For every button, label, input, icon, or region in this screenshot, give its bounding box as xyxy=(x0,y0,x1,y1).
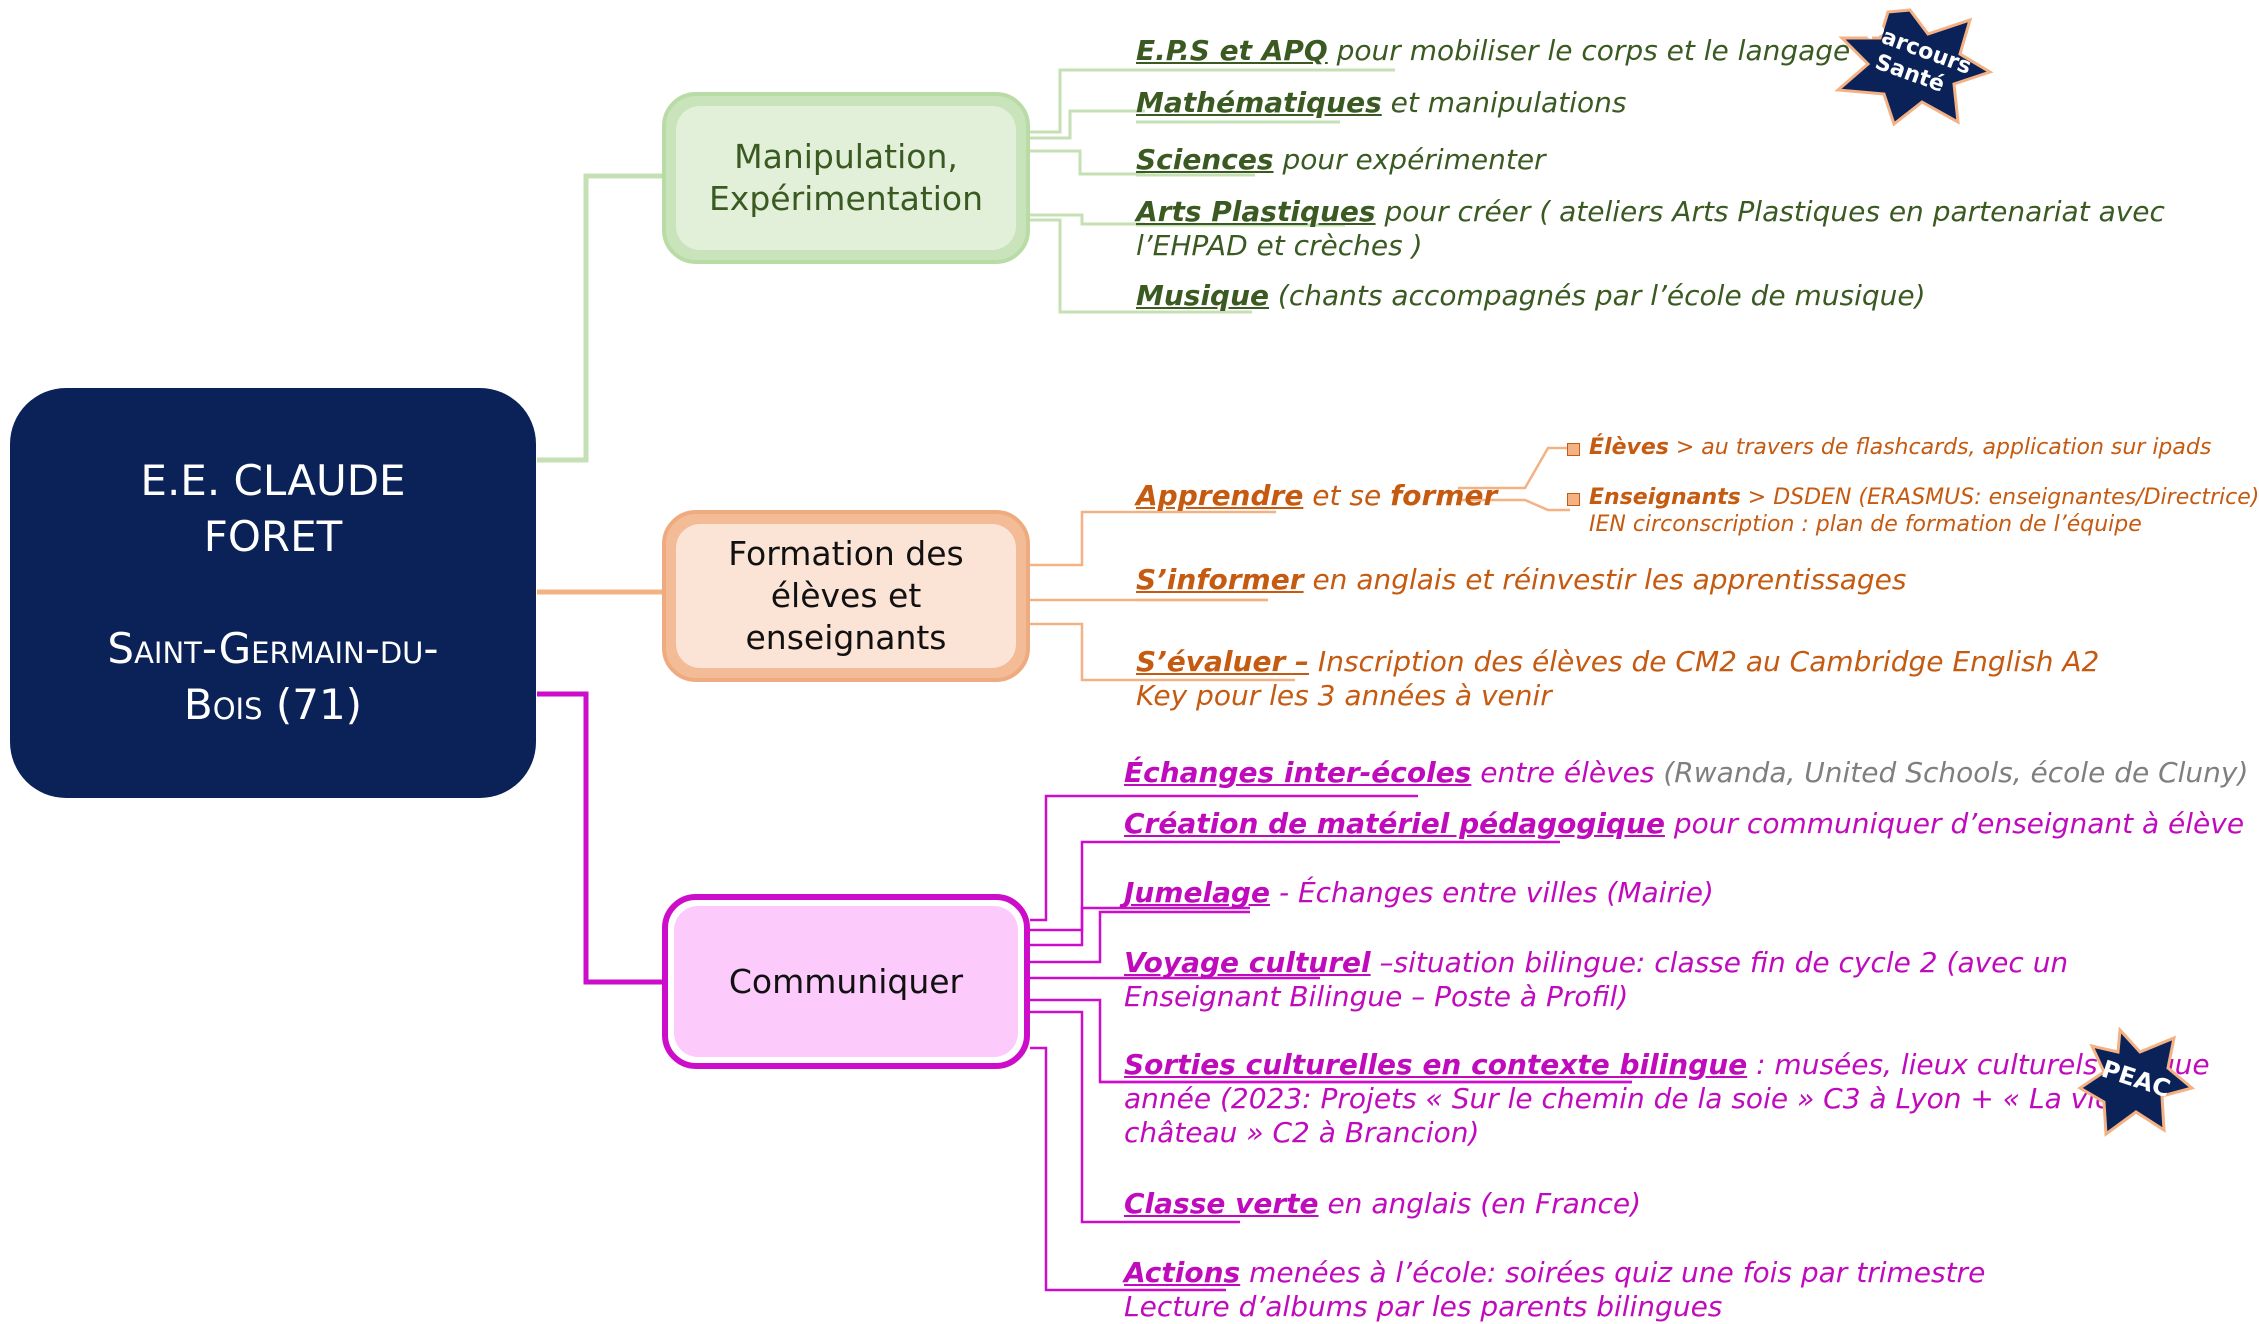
item-text-line2: Key pour les 3 années à venir xyxy=(1136,679,1552,712)
formation-sub-enseignants: Enseignants > DSDEN (ERASMUS: enseignant… xyxy=(1589,484,2259,538)
manipulation-item-maths: Mathématiques et manipulations xyxy=(1136,86,1626,120)
item-key: Actions xyxy=(1124,1256,1241,1289)
formation-item-apprendre: Apprendre et se former xyxy=(1136,479,1497,513)
sub-text-line2: IEN circonscription : plan de formation … xyxy=(1589,512,2142,537)
item-text: - Échanges entre villes (Mairie) xyxy=(1270,876,1714,909)
item-text-line2: l’EHPAD et crèches ) xyxy=(1136,229,1423,262)
item-key: E.P.S et APQ xyxy=(1136,34,1328,67)
item-key: S’informer xyxy=(1136,563,1304,596)
communiquer-item-sorties: Sorties culturelles en contexte bilingue… xyxy=(1124,1048,2210,1150)
item-text: entre élèves xyxy=(1471,756,1664,789)
item-text-line2: Lecture d’albums par les parents bilingu… xyxy=(1124,1290,1723,1323)
item-key: Échanges inter-écoles xyxy=(1124,756,1472,789)
sub-key: Enseignants xyxy=(1589,485,1741,510)
item-key-2: former xyxy=(1390,479,1498,512)
star-badge-icon xyxy=(1834,8,1994,127)
root-title-line2: FORET xyxy=(203,512,343,561)
manipulation-item-eps: E.P.S et APQ pour mobiliser le corps et … xyxy=(1136,34,1850,68)
root-location-line2: Bois (71) xyxy=(183,680,363,729)
root-node: E.E. CLAUDE FORET Saint-Germain-du- Bois… xyxy=(10,388,536,798)
formation-item-evaluer: S’évaluer – Inscription des élèves de CM… xyxy=(1136,645,2099,713)
root-location-line1: Saint-Germain-du- xyxy=(107,624,439,673)
item-key: Apprendre xyxy=(1136,479,1304,512)
communiquer-item-creation: Création de matériel pédagogique pour co… xyxy=(1124,807,2244,841)
item-text: –situation bilingue: classe fin de cycle… xyxy=(1370,946,2069,979)
branch-manipulation-node: Manipulation, Expérimentation xyxy=(662,92,1030,264)
sub-key: Élèves xyxy=(1589,435,1669,460)
branch-manipulation-label-line2: Expérimentation xyxy=(708,179,984,218)
communiquer-item-echanges: Échanges inter-écoles entre élèves (Rwan… xyxy=(1124,756,2248,790)
item-text: (chants accompagnés par l’école de musiq… xyxy=(1269,279,1926,312)
item-key: Voyage culturel xyxy=(1124,946,1371,979)
branch-formation-node: Formation des élèves et enseignants xyxy=(662,510,1030,682)
item-text-grey: (Rwanda, United Schools, école de Cluny) xyxy=(1663,756,2249,789)
branch-formation-label-line2: élèves et xyxy=(770,576,922,615)
item-text: pour créer ( ateliers Arts Plastiques en… xyxy=(1375,195,2165,228)
communiquer-item-jumelage: Jumelage - Échanges entre villes (Mairie… xyxy=(1124,876,1714,910)
item-text: pour expérimenter xyxy=(1273,143,1546,176)
item-text: en anglais (en France) xyxy=(1318,1187,1642,1220)
item-key: Jumelage xyxy=(1124,876,1271,909)
item-text: Inscription des élèves de CM2 au Cambrid… xyxy=(1309,645,2100,678)
branch-manipulation-label-line1: Manipulation, xyxy=(734,137,958,176)
sub-bullet-icon xyxy=(1567,443,1580,456)
item-text: pour mobiliser le corps et le langage xyxy=(1327,34,1851,67)
manipulation-item-sciences: Sciences pour expérimenter xyxy=(1136,143,1546,177)
sub-text: > au travers de flashcards, application … xyxy=(1668,435,2212,460)
sub-bullet-icon xyxy=(1567,493,1580,506)
item-text-line2: Enseignant Bilingue – Poste à Profil) xyxy=(1124,980,1629,1013)
connector-lines xyxy=(537,68,1632,1292)
item-text: en anglais et réinvestir les apprentissa… xyxy=(1303,563,1907,596)
sub-text: > DSDEN (ERASMUS: enseignantes/Directric… xyxy=(1740,485,2259,510)
root-title-line1: E.E. CLAUDE xyxy=(140,456,406,505)
item-text: et se xyxy=(1303,479,1391,512)
communiquer-item-voyage: Voyage culturel –situation bilingue: cla… xyxy=(1124,946,2068,1014)
branch-formation-label-line1: Formation des xyxy=(728,534,964,573)
item-key: Classe verte xyxy=(1124,1187,1319,1220)
communiquer-item-actions: Actions menées à l’école: soirées quiz u… xyxy=(1124,1256,1985,1324)
manipulation-item-arts: Arts Plastiques pour créer ( ateliers Ar… xyxy=(1136,195,2165,263)
branch-communiquer-label: Communiquer xyxy=(728,961,964,1001)
item-text: pour communiquer d’enseignant à élève xyxy=(1664,807,2245,840)
item-key: Sciences xyxy=(1136,143,1274,176)
branch-formation-label-line3: enseignants xyxy=(745,618,947,657)
branch-communiquer-node: Communiquer xyxy=(662,894,1030,1069)
item-key: Mathématiques xyxy=(1136,86,1382,119)
item-text: menées à l’école: soirées quiz une fois … xyxy=(1240,1256,1986,1289)
formation-item-informer: S’informer en anglais et réinvestir les … xyxy=(1136,563,1907,597)
item-text-line2: année (2023: Projets « Sur le chemin de … xyxy=(1124,1082,2157,1115)
item-key: Sorties culturelles en contexte bilingue xyxy=(1124,1048,1748,1081)
item-text: et manipulations xyxy=(1381,86,1627,119)
item-key: Musique xyxy=(1136,279,1270,312)
item-key: Création de matériel pédagogique xyxy=(1124,807,1665,840)
star-badge-icon xyxy=(2077,1026,2196,1137)
item-key: S’évaluer – xyxy=(1136,645,1310,678)
communiquer-item-classe-verte: Classe verte en anglais (en France) xyxy=(1124,1187,1641,1221)
item-key: Arts Plastiques xyxy=(1136,195,1376,228)
manipulation-item-musique: Musique (chants accompagnés par l’école … xyxy=(1136,279,1926,313)
item-text-line3: château » C2 à Brancion) xyxy=(1124,1116,1480,1149)
formation-sub-eleves: Élèves > au travers de flashcards, appli… xyxy=(1589,434,2211,461)
